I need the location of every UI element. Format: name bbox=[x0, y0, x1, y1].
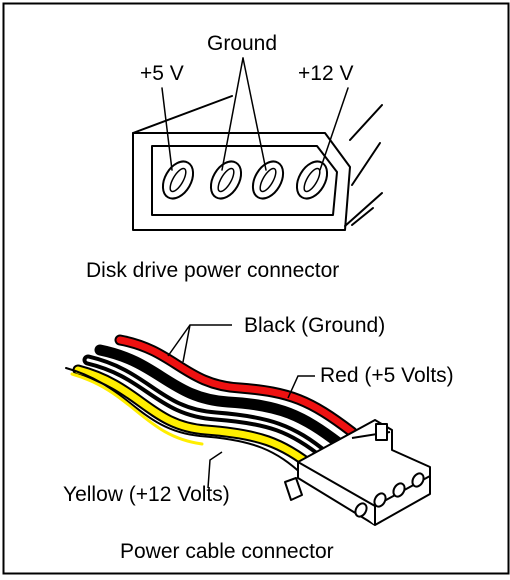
label-yellow-12v: Yellow (+12 Volts) bbox=[63, 483, 230, 506]
yellow-wire bbox=[74, 366, 318, 472]
label-red-5v: Red (+5 Volts) bbox=[320, 364, 454, 387]
black-wire-1 bbox=[96, 346, 344, 448]
black-wire-2 bbox=[86, 358, 328, 458]
label-plus5v: +5 V bbox=[140, 62, 184, 85]
cable-leaders bbox=[167, 324, 315, 489]
pin-ground-2 bbox=[251, 160, 285, 200]
label-ground: Ground bbox=[207, 32, 277, 55]
label-black-ground: Black (Ground) bbox=[244, 314, 385, 337]
disk-connector-caption: Disk drive power connector bbox=[86, 259, 339, 282]
pin-plus12 bbox=[295, 160, 329, 200]
power-cable bbox=[65, 334, 358, 477]
pin-plus5 bbox=[161, 160, 195, 200]
cable-connector-caption: Power cable connector bbox=[120, 540, 334, 563]
label-plus12v: +12 V bbox=[298, 62, 353, 85]
red-wire bbox=[116, 336, 356, 436]
power-plug bbox=[284, 419, 431, 526]
disk-drive-connector bbox=[132, 57, 383, 231]
pin-ground-1 bbox=[209, 160, 243, 200]
